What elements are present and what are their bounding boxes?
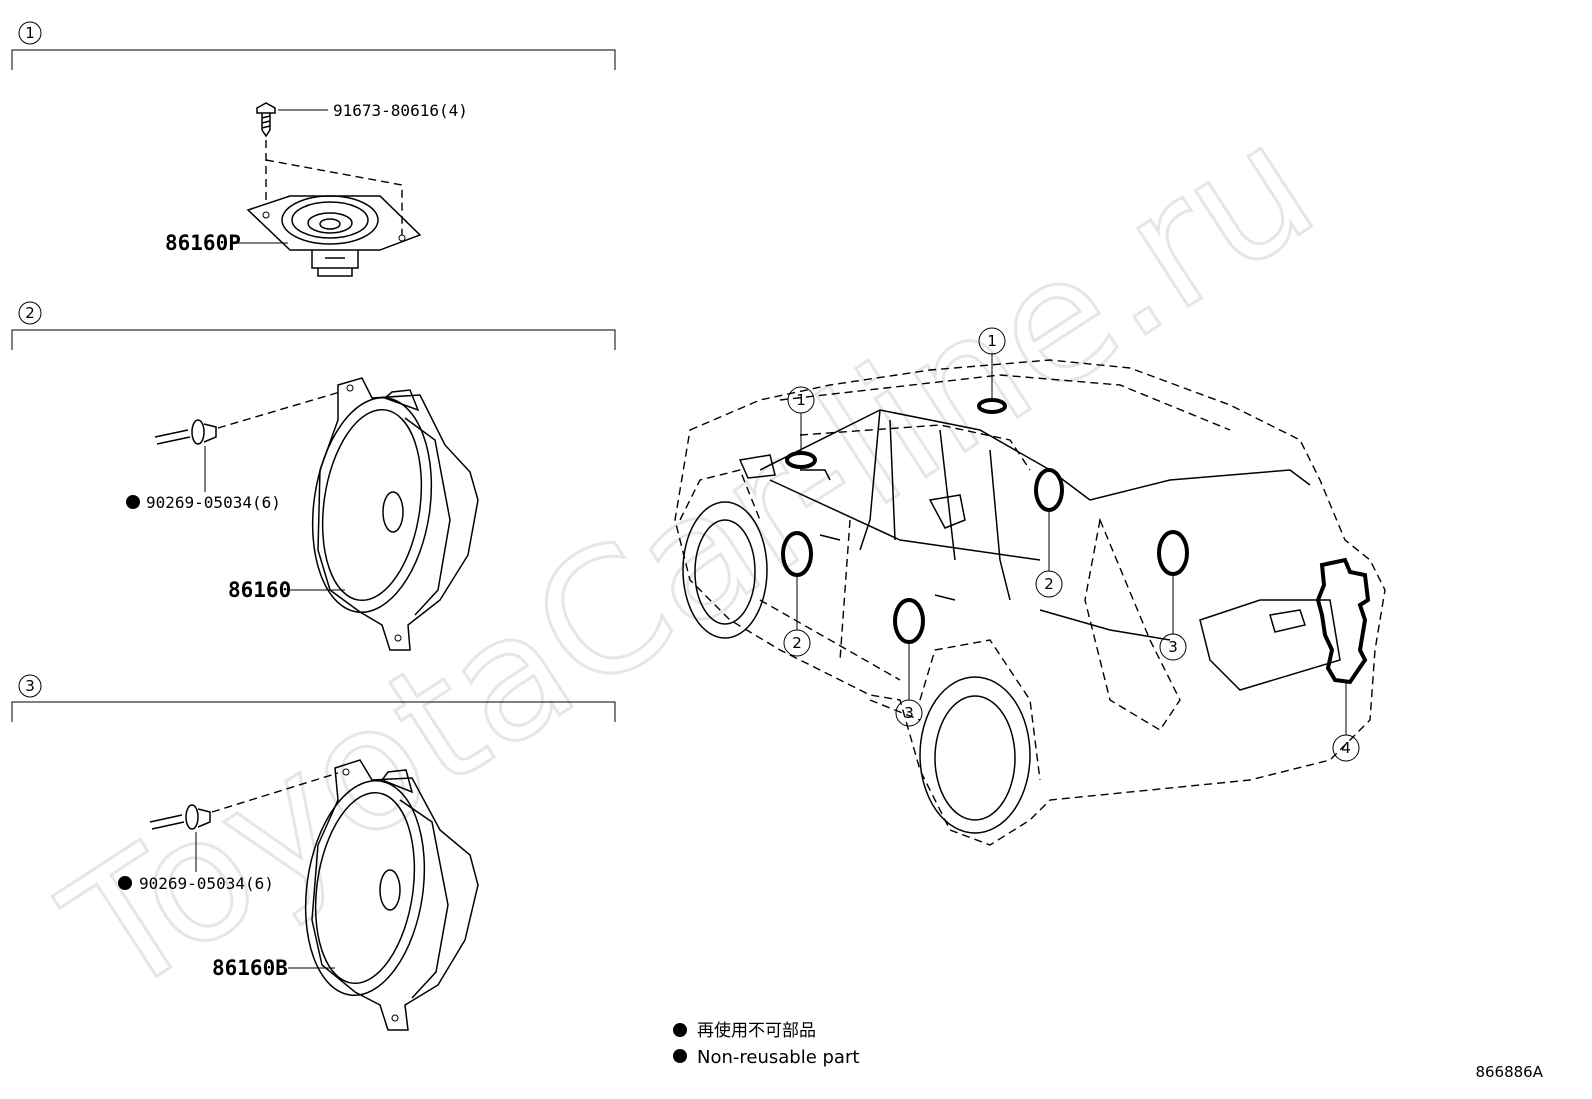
section-3-speaker-partno: 86160B — [212, 956, 288, 980]
section-2-clip-partno: 90269-05034(6) — [146, 493, 281, 512]
section-3-clip-partno: 90269-05034(6) — [139, 874, 274, 893]
svg-text:3: 3 — [904, 704, 914, 722]
section-2-bracket — [11, 329, 616, 350]
section-2: 2 90269-05034(6) 86160 — [11, 301, 616, 651]
section-1-screw-partno: 91673-80616(4) — [333, 101, 468, 120]
callout-1b: 1 — [978, 327, 1006, 355]
non-reusable-dot-icon — [126, 495, 140, 509]
door-speaker-icon — [311, 377, 479, 651]
location-ring-2b — [1034, 468, 1064, 512]
callout-2a: 2 — [783, 629, 811, 657]
section-3-badge: 3 — [18, 674, 42, 698]
callout-3b: 3 — [895, 699, 923, 727]
legend-dot-icon — [673, 1049, 687, 1063]
section-1-badge: 1 — [18, 21, 42, 45]
callout-2b: 2 — [1035, 570, 1063, 598]
location-ring-3b — [893, 598, 925, 644]
legend-dot-icon — [673, 1023, 687, 1037]
section-3-bracket — [11, 701, 616, 722]
svg-text:2: 2 — [1044, 575, 1054, 593]
svg-text:1: 1 — [987, 332, 997, 350]
clip-icon — [154, 419, 217, 445]
location-ring-1b — [977, 398, 1007, 414]
vehicle-outline — [674, 353, 1386, 846]
svg-text:4: 4 — [1341, 739, 1351, 757]
callout-4: 4 — [1332, 734, 1360, 762]
section-1: 1 91673-80616(4) 86160P — [11, 21, 616, 277]
section-2-badge: 2 — [18, 301, 42, 325]
callout-3a: 3 — [1159, 633, 1187, 661]
section-3-label: 3 — [25, 677, 35, 695]
screw-icon — [256, 102, 276, 138]
location-ring-2a — [781, 531, 813, 577]
section-1-label: 1 — [25, 24, 35, 42]
location-ring-1a — [785, 451, 817, 469]
section-2-speaker-partno: 86160 — [228, 578, 291, 602]
legend-cjk-text: 再使用不可部品 — [697, 1020, 816, 1041]
legend-en-text: Non-reusable part — [697, 1047, 859, 1068]
section-1-speaker-partno: 86160P — [165, 231, 241, 255]
non-reusable-dot-icon — [118, 876, 132, 890]
section-2-label: 2 — [25, 304, 35, 322]
tweeter-speaker-icon — [246, 195, 422, 277]
diagram-code: 866886A — [1475, 1063, 1543, 1081]
callout-1a: 1 — [787, 386, 815, 414]
section-3: 3 90269-05034(6) 86160B — [11, 674, 616, 1031]
legend: 再使用不可部品 Non-reusable part — [673, 1020, 859, 1068]
location-ring-4 — [1315, 557, 1371, 685]
svg-text:1: 1 — [796, 391, 806, 409]
section-1-bracket — [11, 49, 616, 70]
clip-icon — [149, 804, 211, 830]
location-ring-3a — [1157, 530, 1189, 576]
svg-text:3: 3 — [1168, 638, 1178, 656]
svg-text:2: 2 — [792, 634, 802, 652]
door-speaker-icon — [304, 759, 479, 1031]
